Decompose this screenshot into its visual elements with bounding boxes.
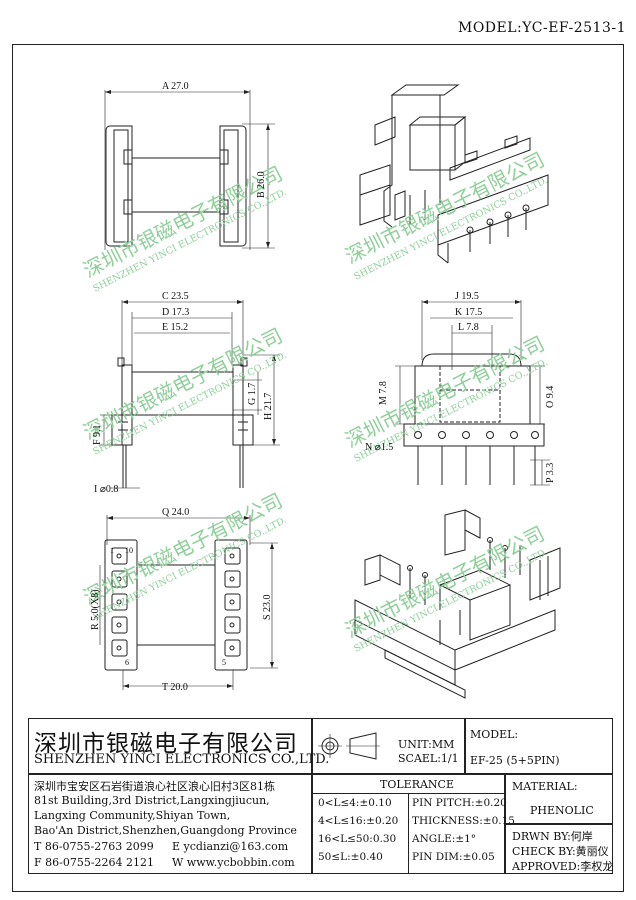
- material-value: PHENOLIC: [530, 804, 594, 817]
- dimension-labels: A 27.0 B 26.0 C 23.5 D 17.3 E 15.2 F 9.1…: [90, 81, 556, 693]
- company-name-cn: 深圳市银磁电子有限公司: [34, 731, 298, 757]
- dim-q: Q 24.0: [162, 507, 189, 518]
- model-header: MODEL:YC-EF-2513-1: [457, 20, 626, 36]
- view-isometric-top: [359, 84, 549, 264]
- model-label: MODEL:: [470, 728, 519, 741]
- company-name-box: [28, 718, 312, 774]
- dim-g: G 1.7: [247, 383, 258, 405]
- dim-p: P 3.3: [545, 463, 556, 483]
- dim-i: I ⌀0.8: [94, 484, 118, 495]
- address-box: [28, 774, 312, 874]
- drawn-by: DRWN BY:何岸: [512, 830, 593, 843]
- dim-n: N ⌀1.5: [365, 442, 393, 453]
- dim-r: R 5.0(X8): [90, 589, 101, 630]
- view-front-left: [100, 300, 280, 489]
- view-top-left: [104, 90, 275, 250]
- dim-j: J 19.5: [455, 291, 479, 302]
- pin-label-10: 10: [125, 546, 133, 555]
- watermark-cn: 深圳市银磁电子有限公司: [341, 147, 548, 268]
- dim-m: M 7.8: [378, 381, 389, 405]
- material-box: [505, 774, 613, 824]
- contact-web: W www.ycbobbin.com: [172, 856, 295, 869]
- dim-l: L 7.8: [458, 322, 479, 333]
- spec-row: PIN DIM:±0.05: [412, 851, 495, 863]
- pin-label-1: 1: [110, 546, 114, 555]
- approved-by: APPROVED:李权龙: [512, 860, 614, 873]
- dim-o: O 9.4: [545, 386, 556, 408]
- tolerance-row: 0<L≤4:±0.10: [318, 797, 392, 809]
- model-box: [465, 718, 613, 774]
- dim-b: B 26.0: [256, 171, 267, 198]
- signature-box: [505, 824, 613, 874]
- sheet-border: [12, 44, 624, 892]
- dim-t: T 20.0: [162, 682, 188, 693]
- address-cn: 深圳市宝安区石岩街道浪心社区浪心旧村3区81栋: [34, 780, 275, 793]
- spec-row: PIN PITCH:±0.20: [412, 797, 507, 809]
- dim-c: C 23.5: [162, 291, 189, 302]
- scale-label: SCAEL:1/1: [398, 752, 459, 765]
- dim-h: H 21.7: [263, 393, 274, 420]
- dim-s: S 23.0: [262, 594, 273, 620]
- company-name-en: SHENZHEN YINCI ELECTRONICS CO.,LTD.: [34, 752, 330, 767]
- view-bottom-left: [99, 515, 278, 690]
- dim-e: E 15.2: [162, 322, 188, 333]
- dim-d: D 17.3: [162, 307, 189, 318]
- watermark-group: 深圳市银磁电子有限公司 SHENZHEN YINCI ELECTRONICS C…: [79, 147, 549, 654]
- contact-fax: F 86-0755-2264 2121: [34, 856, 155, 869]
- spec-row: THICKNESS:±0.15: [412, 815, 515, 827]
- pin-label-5: 5: [222, 658, 226, 667]
- tolerance-row: 50≤L:±0.40: [318, 851, 383, 863]
- spec-row: ANGLE:±1°: [412, 833, 477, 845]
- dim-a: A 27.0: [162, 81, 189, 92]
- projection-symbol-icon: [318, 732, 380, 760]
- tolerance-title: TOLERANCE: [380, 778, 454, 791]
- tolerance-row: 16<L≤50:0.30: [318, 833, 397, 845]
- checked-by: CHECK BY:黄丽仪: [512, 845, 609, 858]
- tolerance-column-divider: [408, 793, 409, 874]
- dim-k: K 17.5: [455, 307, 482, 318]
- address-en-1: 81st Building,3rd District,Langxingjiucu…: [34, 794, 270, 807]
- contact-email: E ycdianzi@163.com: [172, 840, 289, 853]
- tolerance-row: 4<L≤16:±0.20: [318, 815, 399, 827]
- view-isometric-bottom: [354, 509, 561, 699]
- address-en-2: Langxing Community,Shiyan Town,: [34, 809, 231, 822]
- pin-label-6: 6: [125, 658, 129, 667]
- unit-label: UNIT:MM: [398, 738, 455, 751]
- material-label: MATERIAL:: [512, 780, 578, 793]
- address-en-3: Bao'An District,Shenzhen,Guangdong Provi…: [34, 824, 297, 837]
- model-value: EF-25 (5+5PIN): [470, 754, 560, 767]
- contact-tel: T 86-0755-2763 2099: [34, 840, 154, 853]
- projection-box: [312, 718, 465, 774]
- dim-f: F 9.1: [92, 424, 103, 445]
- view-front-right: [395, 300, 550, 486]
